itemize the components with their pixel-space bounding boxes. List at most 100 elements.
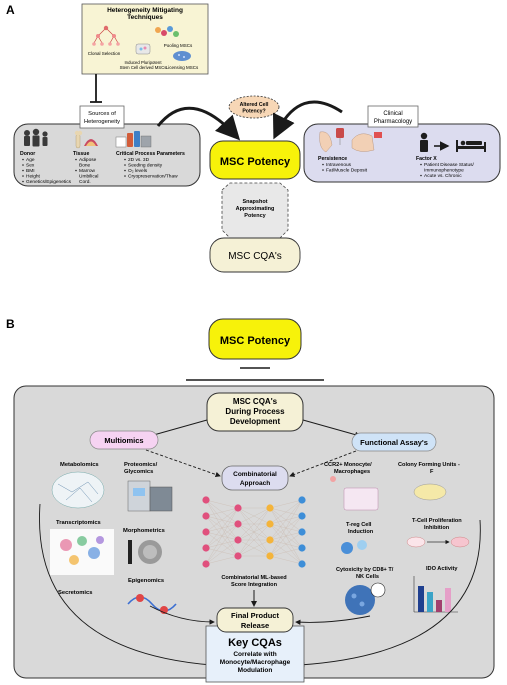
donor-item-3: Height (26, 174, 41, 180)
nn-edge (237, 507, 271, 525)
colony-label-2: F (430, 469, 434, 475)
patient-figure-icon (420, 132, 428, 152)
nn-node (298, 512, 306, 520)
nn-edge (205, 555, 239, 565)
cqa-box-b (206, 392, 304, 432)
tcell-dish-icon (406, 536, 470, 548)
process-equipment-icon (115, 131, 152, 148)
nn-node (266, 536, 274, 544)
colony-label-1: Colony Forming Units - (398, 462, 460, 468)
nn-node (202, 560, 210, 568)
altered-text-1: Altered Cell (240, 102, 269, 108)
process-item-3: Cryopreservation/Thaw (128, 174, 178, 180)
nn-node (234, 552, 242, 560)
potency-text-b: MSC Potency (220, 335, 291, 347)
cytotoxicity-icon (345, 582, 386, 615)
techniques-title-2: Techniques (127, 14, 163, 21)
nn-edge (269, 499, 303, 557)
tissue-adipose-icon (84, 139, 98, 146)
nn-node (202, 544, 210, 552)
nn-edge (237, 507, 271, 541)
nn-edge (205, 507, 239, 549)
donor-item-2: BMI (26, 168, 35, 174)
ml-label-2: Score Integration (231, 582, 278, 588)
nn-edge (269, 531, 303, 557)
iv-arm-icon (319, 128, 344, 153)
nn-node (298, 560, 306, 568)
final-1: Final Product (231, 611, 279, 620)
tissue-list: Adipose Bone Marrow Umbilical Cord. (75, 157, 98, 185)
proteomics-label-2: Glycomics (124, 469, 153, 475)
potency-text-a: MSC Potency (220, 156, 291, 168)
final-product-box (216, 607, 294, 633)
panel-b-label: B (6, 317, 15, 331)
nn-node (202, 496, 210, 504)
nn-node (234, 504, 242, 512)
clonal-tree-icon (92, 25, 120, 46)
nn-node (202, 528, 210, 536)
nn-edge (269, 499, 303, 525)
snapshot-shape (221, 182, 289, 239)
tissue-item-4: Cord. (79, 179, 91, 185)
treg-label-2: Induction (348, 529, 374, 535)
donor-item-1: Sex (26, 163, 35, 169)
cqa-b-2: During Process (225, 407, 285, 416)
process-title: Critical Process Parameters (116, 151, 185, 157)
functional-text: Functional Assay's (360, 438, 428, 447)
tissue-bone-icon (74, 130, 83, 149)
nn-edge (205, 499, 239, 509)
key-cqa-box (205, 625, 305, 683)
tissue-item-1: Bone (79, 163, 91, 169)
nn-node (234, 520, 242, 528)
process-list: 2D vs. 3D Seeding density O₂ levels Cryo… (124, 157, 178, 180)
muscle-deposit-icon (351, 132, 382, 152)
techniques-box: Heterogeneity Mitigating Techniques Clon… (81, 3, 209, 75)
nn-edge (237, 539, 271, 557)
metabolomics-network-icon (51, 471, 105, 509)
nn-node (266, 520, 274, 528)
metabolomics-label: Metabolomics (60, 462, 99, 468)
pharma-title-box (367, 105, 419, 128)
cqa-box-a (209, 237, 301, 273)
tcell-label-1: T-Cell Proliferation (412, 518, 462, 524)
ccr2-label-2: Macrophages (334, 469, 370, 475)
cqa-b-1: MSC CQA's (233, 397, 278, 406)
factorx-item-2: Acute vs. Chronic (424, 173, 462, 179)
nn-edge (269, 499, 303, 541)
nn-node (298, 528, 306, 536)
combinatorial-1: Combinatorial (233, 471, 277, 478)
nn-node (298, 496, 306, 504)
multiomics-pill (89, 430, 159, 450)
combinatorial-2: Approach (240, 480, 270, 487)
pooling-icon (155, 26, 179, 37)
sources-title-1: Sources of (88, 111, 116, 117)
cqa-text-a: MSC CQA's (228, 251, 282, 262)
donor-item-4: Genetics/Epigenetics (26, 179, 72, 185)
ccr2-label-1: CCR2+ Monocyte/ (324, 462, 372, 468)
proteomics-label-1: Proteomics/ (124, 462, 158, 468)
functional-pill (351, 432, 437, 452)
persistence-item-0: Intravenous (326, 162, 352, 168)
clonal-selection-label: Clonal Selection (88, 51, 121, 56)
cyto-label-2: NK Cells (356, 574, 379, 580)
nn-node (266, 504, 274, 512)
pharma-title-1: Clinical (383, 111, 402, 117)
donor-item-0: Age (26, 157, 35, 163)
tcell-label-2: Inhibition (424, 525, 450, 531)
treg-cells-icon (341, 540, 367, 554)
tissue-item-0: Adipose (79, 157, 97, 163)
key-cqa-title: Key CQAs (228, 637, 282, 649)
nn-node (234, 536, 242, 544)
donor-title: Donor (20, 151, 35, 157)
mass-spec-icon (127, 480, 173, 512)
factorx-item-1: Immunophenotype (424, 168, 464, 174)
key-line-3: Modulation (238, 667, 273, 674)
nn-edge (237, 523, 271, 557)
ido-label: IDO Activity (426, 566, 458, 572)
altered-potency-bubble (228, 95, 280, 119)
ipsc-icon (135, 43, 151, 55)
factorx-item-0: Patient Disease Status/ (424, 162, 475, 168)
epigenomics-dna-icon (127, 594, 177, 614)
key-line-1: Correlate with (233, 651, 276, 658)
hospital-bed-icon (456, 140, 486, 152)
